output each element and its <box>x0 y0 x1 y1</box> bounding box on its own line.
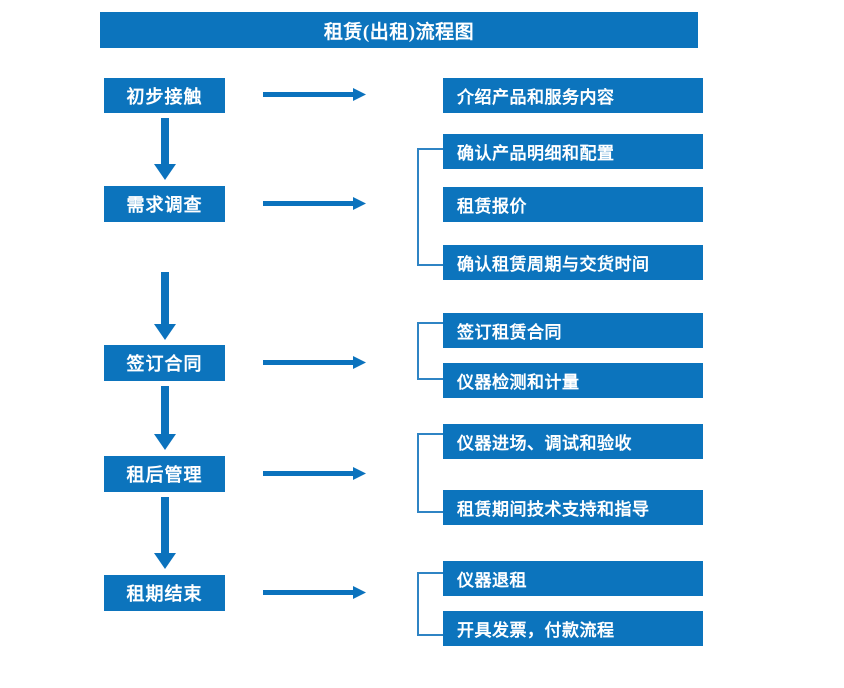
arrow-down-icon <box>150 386 180 452</box>
arrow-right-icon <box>263 84 367 106</box>
stage-box-sign-contract[interactable]: 签订合同 <box>104 345 225 381</box>
page-title: 租赁(出租)流程图 <box>100 12 698 48</box>
detail-box-confirm-product-details[interactable]: 确认产品明细和配置 <box>443 134 703 169</box>
detail-box-intro-products-services[interactable]: 介绍产品和服务内容 <box>443 78 703 113</box>
arrow-right-icon <box>263 352 367 374</box>
stage-box-initial-contact[interactable]: 初步接触 <box>104 78 225 113</box>
detail-box-instrument-inspection-metering[interactable]: 仪器检测和计量 <box>443 363 703 398</box>
bracket-left-icon <box>416 148 444 266</box>
detail-box-rental-period-tech-support[interactable]: 租赁期间技术支持和指导 <box>443 490 703 525</box>
arrow-right-icon <box>263 582 367 604</box>
arrow-down-icon <box>150 272 180 342</box>
stage-box-rental-end[interactable]: 租期结束 <box>104 575 225 611</box>
detail-box-instrument-return[interactable]: 仪器退租 <box>443 561 703 596</box>
stage-box-demand-survey[interactable]: 需求调查 <box>104 186 225 222</box>
stage-box-post-rental-management[interactable]: 租后管理 <box>104 456 225 492</box>
arrow-down-icon <box>150 118 180 182</box>
detail-box-rental-quotation[interactable]: 租赁报价 <box>443 187 703 222</box>
bracket-left-icon <box>416 572 444 636</box>
arrow-down-icon <box>150 497 180 571</box>
bracket-left-icon <box>416 322 444 380</box>
arrow-right-icon <box>263 463 367 485</box>
detail-box-invoice-payment-process[interactable]: 开具发票，付款流程 <box>443 611 703 646</box>
bracket-left-icon <box>416 433 444 513</box>
detail-box-sign-rental-contract[interactable]: 签订租赁合同 <box>443 313 703 348</box>
detail-box-confirm-rental-period-delivery[interactable]: 确认租赁周期与交货时间 <box>443 245 703 280</box>
detail-box-instrument-entry-debug-acceptance[interactable]: 仪器进场、调试和验收 <box>443 424 703 459</box>
arrow-right-icon <box>263 193 367 215</box>
